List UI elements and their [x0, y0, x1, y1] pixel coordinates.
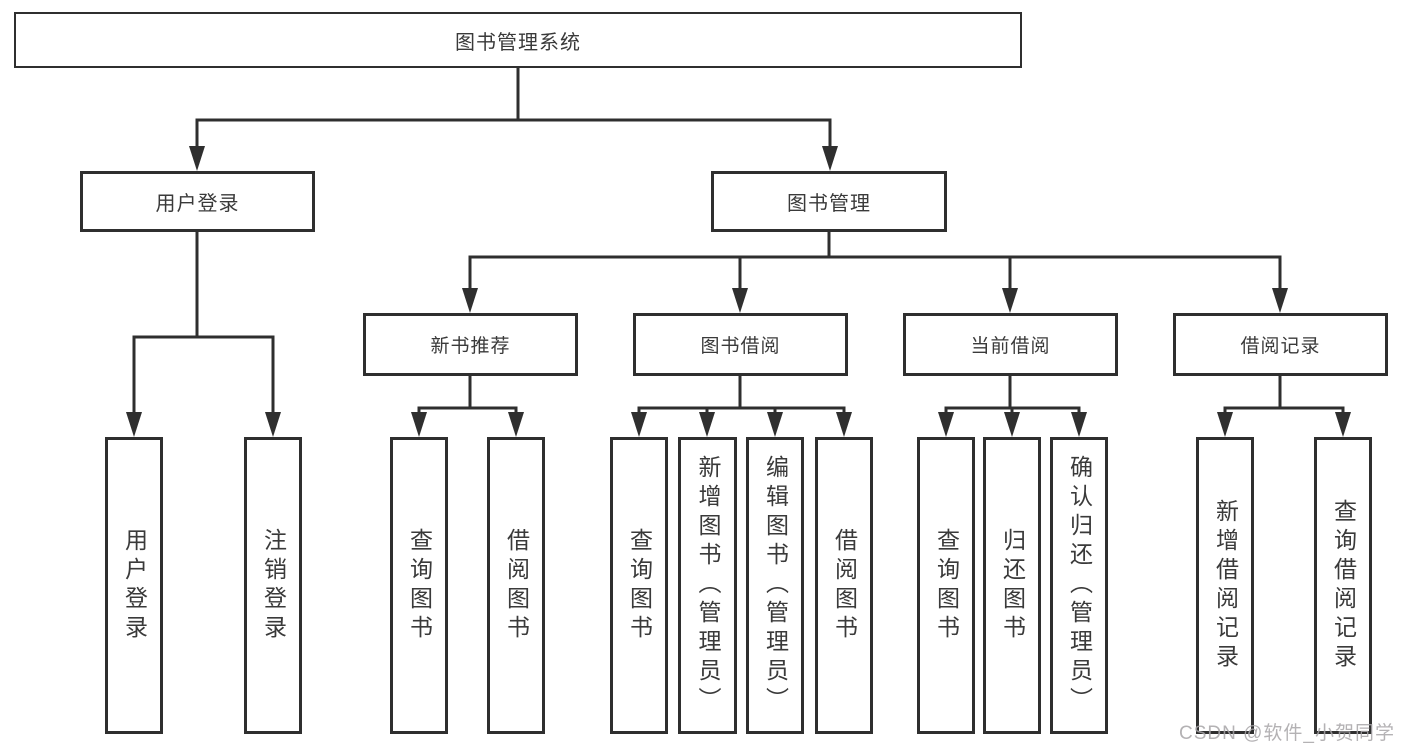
- node-book-management-label: 图书管理: [787, 193, 871, 215]
- connector: [411, 374, 524, 437]
- leaf-borrow-books-recommend: 借阅图书: [487, 437, 545, 734]
- leaf-add-book-admin-label: 新增图书（管理员）: [695, 455, 721, 716]
- leaf-user-login: 用户登录: [105, 437, 163, 734]
- node-root: 图书管理系统: [14, 12, 1022, 68]
- leaf-add-borrow-record: 新增借阅记录: [1196, 437, 1254, 734]
- arrowhead-icon: [126, 412, 142, 437]
- leaf-edit-book-admin: 编辑图书（管理员）: [746, 437, 804, 734]
- leaf-query-books-current-label: 查询图书: [933, 527, 960, 644]
- node-root-label: 图书管理系统: [455, 31, 581, 54]
- leaf-query-books-current: 查询图书: [917, 437, 975, 734]
- leaf-user-login-label: 用户登录: [121, 527, 148, 644]
- node-user-login: 用户登录: [80, 171, 315, 232]
- node-current-borrowing-label: 当前借阅: [970, 336, 1051, 357]
- leaf-borrow-books-borrowing: 借阅图书: [815, 437, 873, 734]
- arrowhead-icon: [1272, 288, 1288, 313]
- leaf-confirm-return-admin: 确认归还（管理员）: [1050, 437, 1108, 734]
- arrowhead-icon: [411, 412, 427, 437]
- leaf-confirm-return-admin-label: 确认归还（管理员）: [1066, 455, 1093, 716]
- arrowhead-icon: [631, 412, 647, 437]
- arrowhead-icon: [462, 288, 478, 313]
- leaf-add-book-admin: 新增图书（管理员）: [678, 437, 737, 734]
- leaf-query-books-borrowing-label: 查询图书: [626, 527, 653, 644]
- arrowhead-icon: [1335, 412, 1351, 437]
- node-book-management: 图书管理: [711, 171, 947, 232]
- node-user-login-label: 用户登录: [155, 193, 240, 215]
- node-borrow-records: 借阅记录: [1173, 313, 1388, 376]
- connector: [938, 374, 1087, 437]
- leaf-query-books-borrowing: 查询图书: [610, 437, 668, 734]
- arrowhead-icon: [938, 412, 954, 437]
- arrowhead-icon: [265, 412, 281, 437]
- node-borrow-records-label: 借阅记录: [1240, 336, 1321, 357]
- connector: [189, 66, 838, 171]
- arrowhead-icon: [1002, 288, 1018, 313]
- arrowhead-icon: [1004, 412, 1020, 437]
- arrowhead-icon: [822, 146, 838, 171]
- node-book-borrowing: 图书借阅: [633, 313, 848, 376]
- leaf-return-book-label: 归还图书: [999, 527, 1026, 644]
- leaf-borrow-books-borrowing-label: 借阅图书: [831, 527, 858, 644]
- arrowhead-icon: [189, 146, 205, 171]
- node-current-borrowing: 当前借阅: [903, 313, 1118, 376]
- arrowhead-icon: [732, 288, 748, 313]
- connector: [1217, 374, 1351, 437]
- arrowhead-icon: [699, 412, 715, 437]
- watermark: CSDN @软件_小贺同学: [1179, 723, 1395, 744]
- connector: [631, 374, 852, 437]
- arrowhead-icon: [508, 412, 524, 437]
- connector: [126, 230, 281, 437]
- node-new-book-recommend-label: 新书推荐: [430, 336, 511, 357]
- leaf-edit-book-admin-label: 编辑图书（管理员）: [762, 455, 789, 716]
- node-new-book-recommend: 新书推荐: [363, 313, 578, 376]
- connector: [462, 230, 1288, 313]
- arrowhead-icon: [1071, 412, 1087, 437]
- leaf-query-borrow-record-label: 查询借阅记录: [1330, 498, 1357, 673]
- leaf-logout-label: 注销登录: [260, 527, 287, 644]
- leaf-query-borrow-record: 查询借阅记录: [1314, 437, 1372, 734]
- leaf-query-books-recommend-label: 查询图书: [406, 527, 433, 644]
- leaf-return-book: 归还图书: [983, 437, 1041, 734]
- leaf-borrow-books-recommend-label: 借阅图书: [503, 527, 530, 644]
- leaf-add-borrow-record-label: 新增借阅记录: [1212, 498, 1239, 673]
- leaf-logout: 注销登录: [244, 437, 302, 734]
- leaf-query-books-recommend: 查询图书: [390, 437, 448, 734]
- arrowhead-icon: [767, 412, 783, 437]
- arrowhead-icon: [1217, 412, 1233, 437]
- arrowhead-icon: [836, 412, 852, 437]
- node-book-borrowing-label: 图书借阅: [700, 336, 781, 357]
